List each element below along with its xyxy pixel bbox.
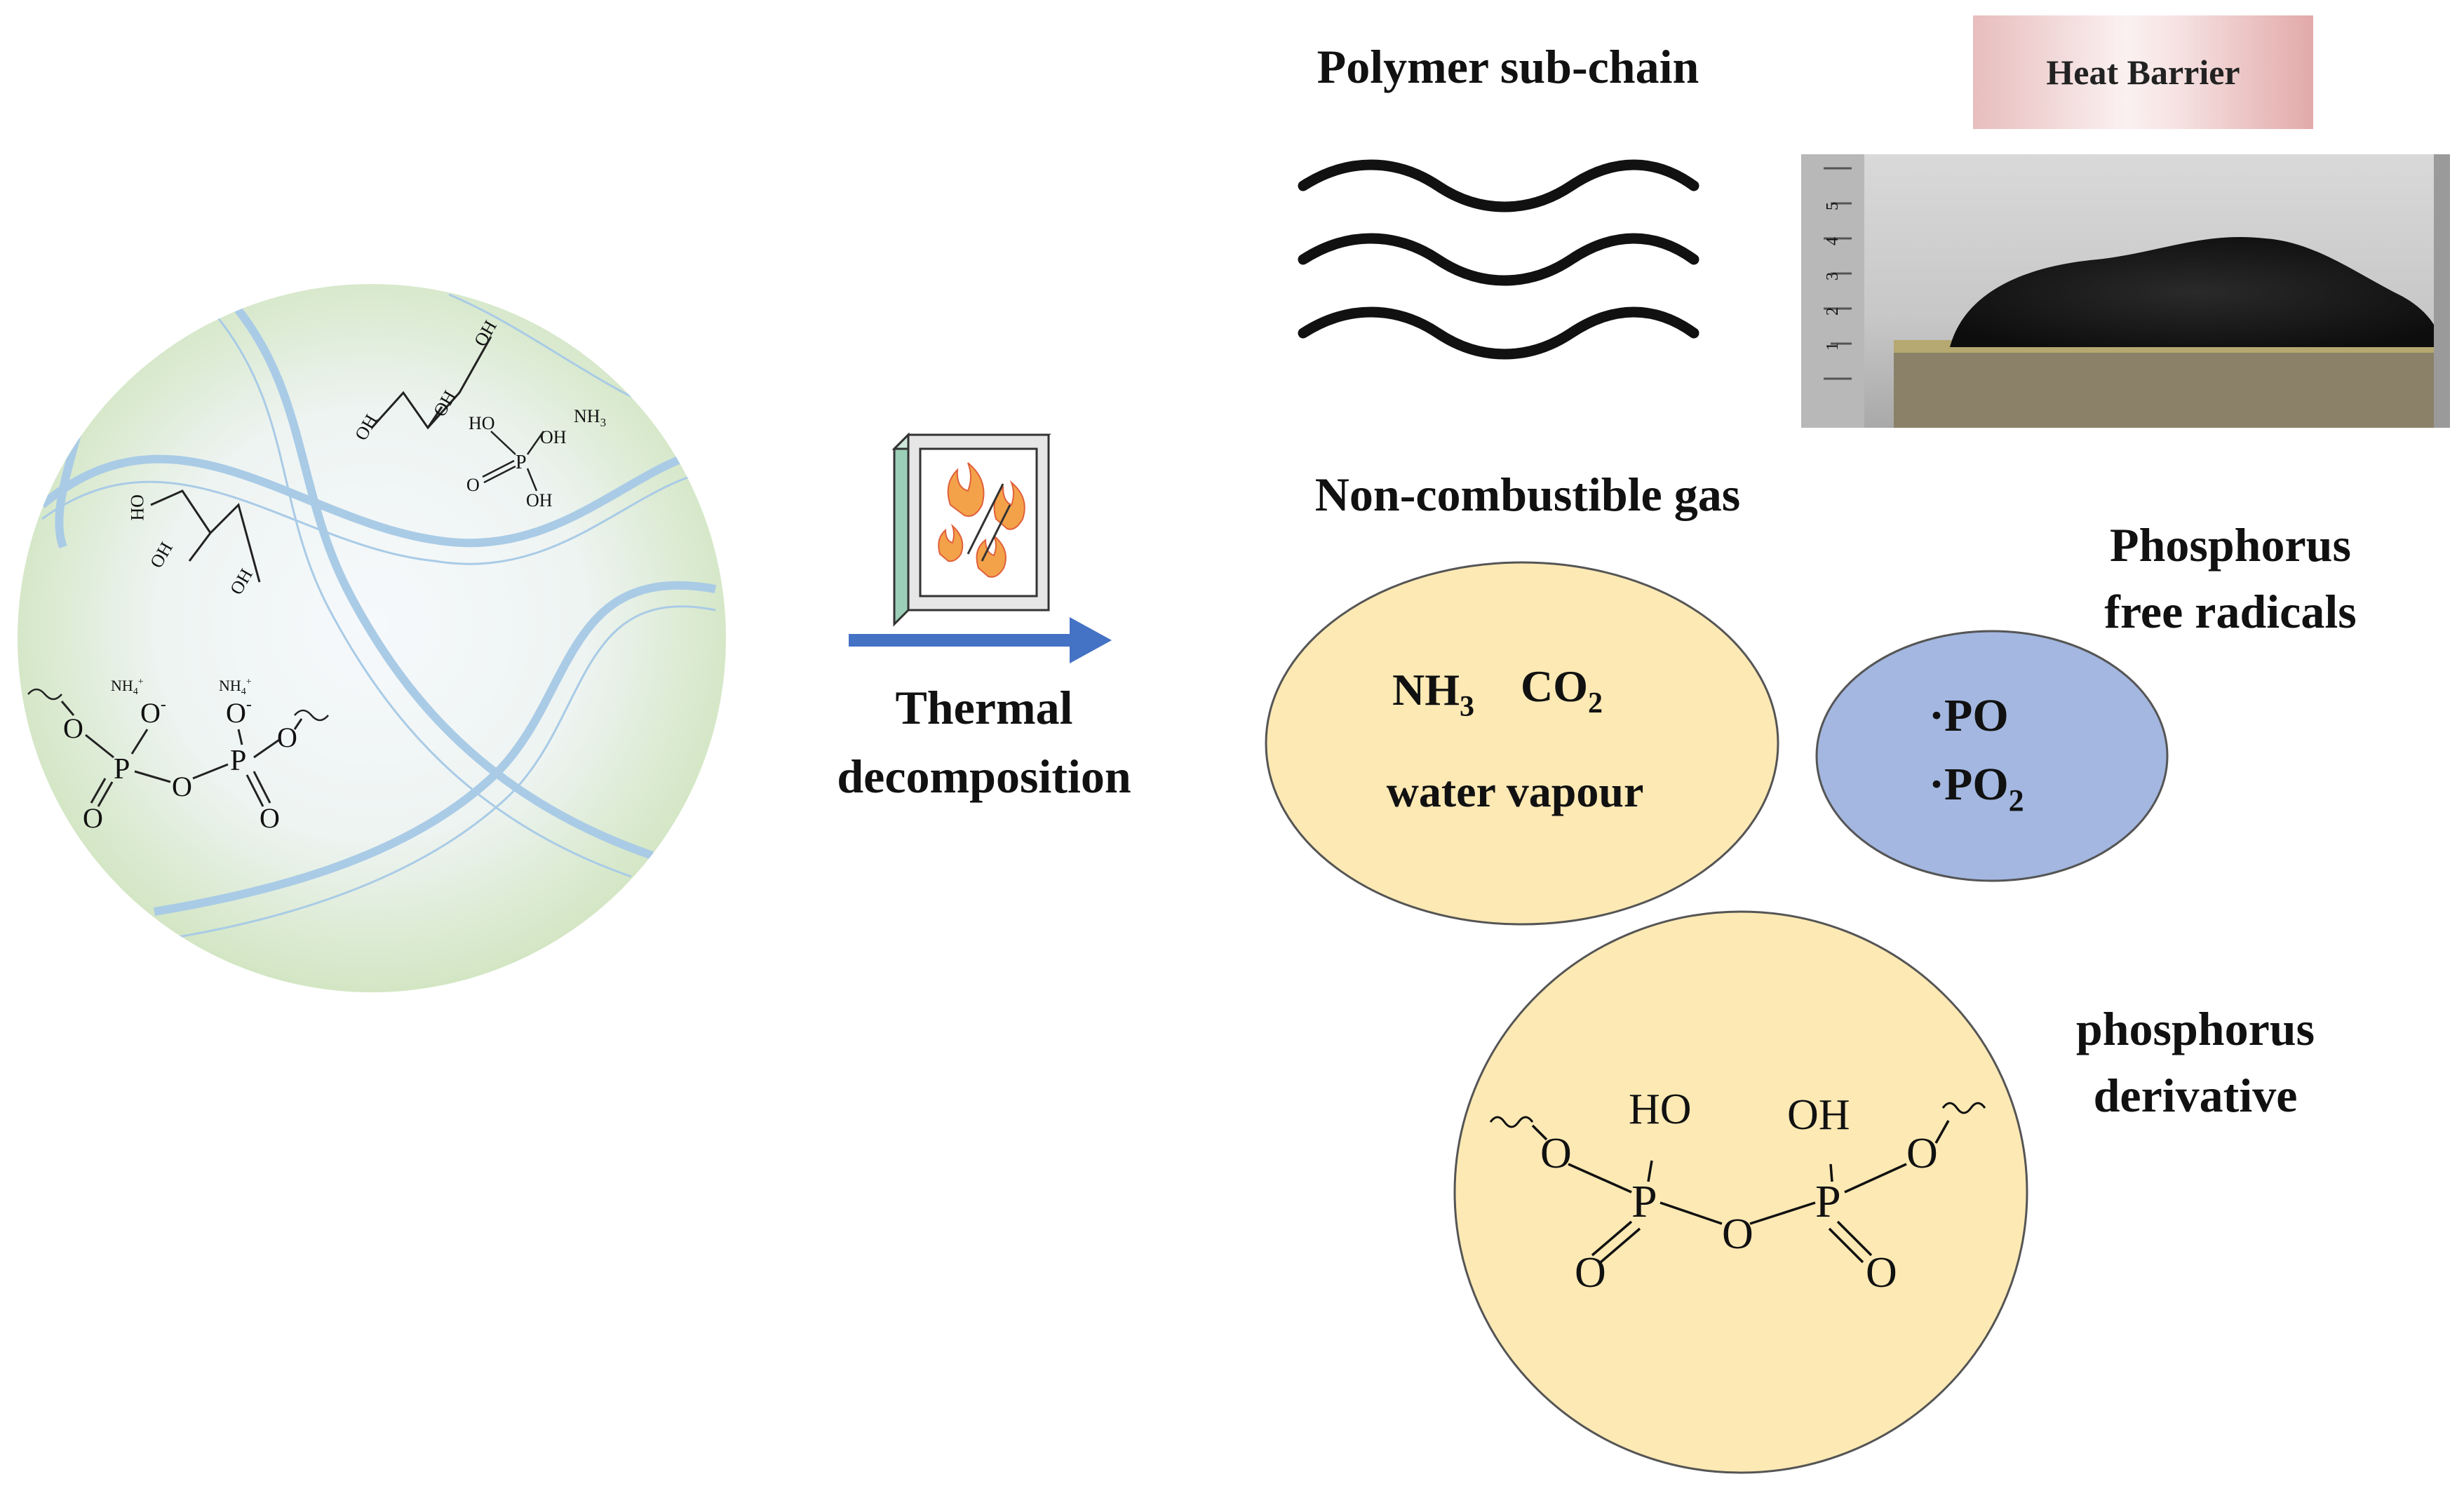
deriv-oh: OH	[1787, 1091, 1850, 1139]
pa-p: P	[516, 452, 527, 473]
gas-nh3: NH3	[1392, 665, 1474, 723]
gas-ellipse	[1265, 561, 1779, 926]
deriv-o-bridge: O	[1722, 1210, 1753, 1258]
arrow-label-line2: decomposition	[837, 750, 1131, 803]
ruler-mark-1: 1	[1824, 342, 1842, 351]
derivative-title-line1: phosphorus	[2076, 1002, 2315, 1055]
deriv-ho: HO	[1629, 1086, 1692, 1133]
gas-title: Non-combustible gas	[1315, 468, 1740, 521]
app-o-4: O	[277, 722, 297, 753]
ruler-mark-2: 2	[1824, 307, 1842, 316]
arrow-label-line1: Thermal	[895, 681, 1072, 734]
radicals-title-line1: Phosphorus	[2110, 518, 2351, 572]
fire-icon	[891, 432, 1051, 627]
app-o-minus-2: O-	[226, 696, 252, 729]
deriv-o-double-2: O	[1866, 1249, 1897, 1297]
pa-ho: HO	[469, 413, 495, 433]
non-combustible-gas: Non-combustible gas NH3 CO2 water vapour	[1265, 468, 1779, 926]
polymer-sub-chain: Polymer sub-chain	[1298, 40, 1699, 360]
pa-o: O	[466, 475, 480, 495]
char-layer	[1950, 236, 2441, 347]
deriv-p-2: P	[1815, 1176, 1841, 1227]
deriv-p-1: P	[1631, 1176, 1657, 1227]
deriv-o-double-1: O	[1575, 1249, 1606, 1297]
derivative-bonds	[1531, 1120, 1950, 1264]
arrow-shaft	[849, 634, 1073, 647]
arrow-head	[1070, 617, 1112, 663]
ammonium-polyphosphate-chain: O O- P O O P O- O O NH4+ NH4+	[27, 677, 329, 834]
radicals-ellipse	[1815, 630, 2169, 882]
radicals-title-line2: free radicals	[2104, 585, 2356, 638]
phosphorus-free-radicals: Phosphorus free radicals ·PO ·PO2	[1815, 518, 2357, 882]
app-o-2: O	[83, 802, 103, 834]
ruler-mark-3: 3	[1824, 272, 1842, 281]
deriv-o-right: O	[1906, 1130, 1938, 1177]
app-o-bridge: O	[172, 771, 192, 802]
char-residue-photo: 1 2 3 4 5	[1801, 154, 2450, 428]
dish-base	[1894, 340, 2450, 428]
radical-po: ·PO	[1929, 690, 2009, 741]
phosphoric-acid-molecule: HO OH P O OH NH3	[466, 406, 606, 511]
polymer-wavy-lines	[1298, 159, 1699, 360]
glycerol-molecule-top	[370, 336, 492, 430]
gas-water: water vapour	[1387, 766, 1644, 816]
app-p-1: P	[114, 753, 130, 785]
thermal-decomposition-arrow: Thermal decomposition	[837, 432, 1131, 803]
sphere-fibers	[39, 293, 717, 941]
phosphorus-derivative: phosphorus derivative HO OH O P O P O O …	[1453, 910, 2315, 1474]
glycerol-oh-4: OH	[127, 494, 147, 521]
gas-co2: CO2	[1521, 661, 1603, 720]
pa-nh3: NH3	[574, 406, 606, 429]
pa-oh-bottom: OH	[526, 490, 553, 511]
ruler-mark-4: 4	[1824, 237, 1842, 245]
app-o-minus-1: O-	[140, 696, 166, 729]
pa-oh-top: OH	[540, 427, 567, 447]
polymer-sphere: OH OH OH OH OH OH HO OH P O OH NH3	[18, 284, 726, 992]
derivative-title-line2: derivative	[2094, 1069, 2298, 1122]
ruler	[1801, 154, 1864, 428]
derivative-circle	[1453, 910, 2028, 1474]
glycerol-molecule-left	[150, 489, 261, 583]
app-nh4-1: NH4+	[111, 677, 144, 697]
app-p-2: P	[230, 745, 246, 777]
heat-barrier-label: Heat Barrier	[1973, 15, 2313, 129]
app-o-3: O	[260, 802, 280, 834]
ruler-mark-5: 5	[1824, 202, 1842, 210]
polymer-title: Polymer sub-chain	[1317, 40, 1699, 93]
app-o-1: O	[63, 712, 83, 744]
app-nh4-2: NH4+	[219, 677, 252, 697]
radical-po2: ·PO2	[1929, 759, 2024, 818]
